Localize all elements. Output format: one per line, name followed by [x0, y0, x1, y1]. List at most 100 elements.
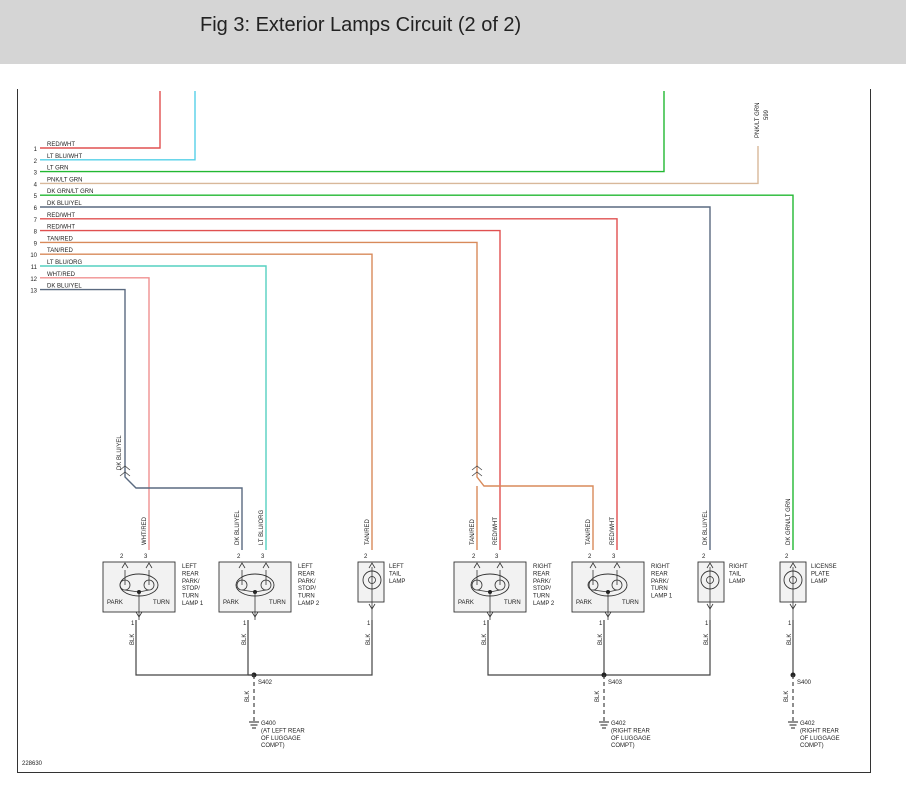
lamp-name-line: REAR [533, 571, 550, 577]
pin-number: 2 [785, 554, 789, 560]
ground-label-line: (AT LEFT REAR [261, 728, 305, 734]
wire-label: TAN/RED [47, 248, 74, 254]
lamp-box [357, 561, 385, 603]
lamp-name-line: RIGHT [729, 564, 748, 570]
pin-number: 3 [612, 554, 616, 560]
wire-number: 5 [34, 194, 38, 200]
connector-pin-arrow [789, 562, 797, 569]
wire-number: 6 [34, 206, 38, 212]
top-wire-color-label: PNK/LT GRN [755, 103, 761, 138]
figure-id: 228630 [22, 761, 43, 767]
wire-3-path [40, 91, 665, 173]
vertical-wire-label: DK BLU/YEL [117, 435, 123, 470]
pin-number: 1 [599, 621, 603, 627]
wire-label: LT BLU/ORG [47, 260, 82, 266]
connector-pin-arrow [238, 562, 246, 569]
lamp-name-line: STOP/ [298, 586, 316, 592]
pin-number: 1 [483, 621, 487, 627]
wire-number: 12 [30, 277, 37, 283]
ground-label-line: COMPT) [800, 743, 824, 749]
lamp-name-line: TURN [651, 586, 668, 592]
vertical-wire-label: LT BLU/ORG [259, 510, 265, 545]
wire-label: DK GRN/LT GRN [47, 189, 93, 195]
connector-pin-arrow [706, 562, 714, 569]
blk-wire-label: BLK [784, 691, 790, 702]
blk-wire-label: BLK [130, 634, 136, 645]
vertical-wire-label: TAN/RED [470, 518, 476, 545]
lamp-name-line: PARK/ [298, 579, 316, 585]
pin-number: 1 [788, 621, 792, 627]
vertical-wire-label: WHT/RED [142, 516, 148, 545]
pin-number: 2 [702, 554, 706, 560]
connector-pin-arrow [604, 611, 612, 618]
wire-label: TAN/RED [47, 236, 74, 242]
wire-13-path [40, 288, 243, 550]
lamp-name-line: LAMP 2 [298, 601, 320, 607]
park-label: PARK [576, 600, 592, 606]
connector-pin-arrow [486, 611, 494, 618]
pin-number: 2 [588, 554, 592, 560]
pin-number: 3 [144, 554, 148, 560]
wire-number: 3 [34, 171, 38, 177]
connector-pin-arrow [589, 562, 597, 569]
ground-label-line: COMPT) [611, 743, 635, 749]
vertical-wire-label: DK BLU/YEL [703, 510, 709, 545]
wire-number: 2 [34, 159, 38, 165]
ground-label-line: (RIGHT REAR [800, 728, 840, 734]
wire-number: 8 [34, 230, 38, 236]
lamp-name-line: PARK/ [651, 579, 669, 585]
ground-label-line: OF LUGGAGE [611, 736, 651, 742]
wire-5-path [40, 194, 794, 550]
lamp-name-line: STOP/ [533, 586, 551, 592]
wire-break-mark [119, 465, 131, 477]
lamp-name-line: REAR [298, 571, 315, 577]
wire-label: DK BLU/YEL [47, 201, 82, 207]
wire-label: LT GRN [47, 166, 68, 172]
lamp-name-line: PARK/ [182, 579, 200, 585]
pin-number: 1 [367, 621, 371, 627]
wire-9-path [40, 241, 594, 550]
connector-pin-arrow [789, 603, 797, 610]
wire-label: PNK/LT GRN [47, 177, 82, 183]
connector-pin-arrow [368, 562, 376, 569]
wire-label: DK BLU/YEL [47, 284, 82, 290]
splice-label: S402 [258, 680, 273, 686]
pin-number: 2 [364, 554, 368, 560]
ground-label-line: COMPT) [261, 743, 285, 749]
ground-label-line: (RIGHT REAR [611, 728, 651, 734]
vertical-wire-label: TAN/RED [365, 518, 371, 545]
wire-label: RED/WHT [47, 225, 75, 231]
park-label: PARK [458, 600, 474, 606]
turn-label: TURN [504, 600, 521, 606]
turn-label: TURN [622, 600, 639, 606]
blk-wire-label: BLK [704, 634, 710, 645]
park-label: PARK [223, 600, 239, 606]
blk-wire-label: BLK [242, 634, 248, 645]
wire-11-path [40, 265, 267, 550]
lamp-name-line: TURN [182, 594, 199, 600]
pin-number: 3 [495, 554, 499, 560]
wire-label: RED/WHT [47, 142, 75, 148]
lamp-name-line: TAIL [389, 571, 402, 577]
lamp-name-line: LEFT [298, 564, 313, 570]
lamp-name-line: LAMP [729, 579, 745, 585]
blk-wire-label: BLK [366, 634, 372, 645]
lamp-name-line: LAMP 1 [651, 594, 673, 600]
lamp-name-line: STOP/ [182, 586, 200, 592]
lamp-name-line: RIGHT [533, 564, 552, 570]
wire-4-path [40, 146, 759, 185]
wire-1-path [40, 91, 161, 149]
wire-number: 4 [34, 182, 38, 188]
wire-label: RED/WHT [47, 213, 75, 219]
ground-label-line: G402 [800, 721, 815, 727]
blk-wire-label: BLK [595, 691, 601, 702]
connector-pin-arrow [706, 603, 714, 610]
lamp-name-line: REAR [182, 571, 199, 577]
pin-number: 1 [243, 621, 247, 627]
connector-pin-arrow [262, 562, 270, 569]
wire-break-mark [471, 465, 483, 477]
lamp-name-line: PARK/ [533, 579, 551, 585]
wire-8-path [40, 229, 501, 550]
blk-wire-label: BLK [245, 691, 251, 702]
